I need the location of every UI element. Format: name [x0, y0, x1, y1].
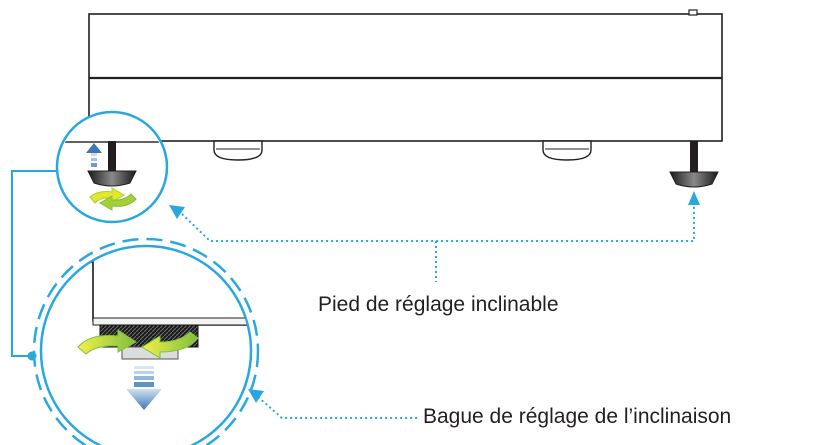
foot-arrowhead-right — [688, 191, 700, 205]
foot-arrowhead-left — [169, 205, 185, 219]
down-arrow-icon — [126, 366, 162, 410]
up-arrow-icon — [86, 143, 102, 167]
tilt-foot-label: Pied de réglage inclinable — [318, 293, 559, 316]
ring-arrowhead — [248, 389, 264, 403]
tilt-ring-callout — [32, 237, 260, 445]
ring-leader-line — [257, 396, 418, 419]
rotate-arrows-icon — [89, 187, 137, 211]
projector-body — [88, 9, 723, 161]
adjustable-foot-icon — [669, 141, 719, 188]
tilt-ring-label: Bague de réglage de l’inclinaison — [423, 405, 732, 428]
left-foot-callout — [55, 110, 169, 224]
foot-leader-lines — [181, 203, 695, 282]
